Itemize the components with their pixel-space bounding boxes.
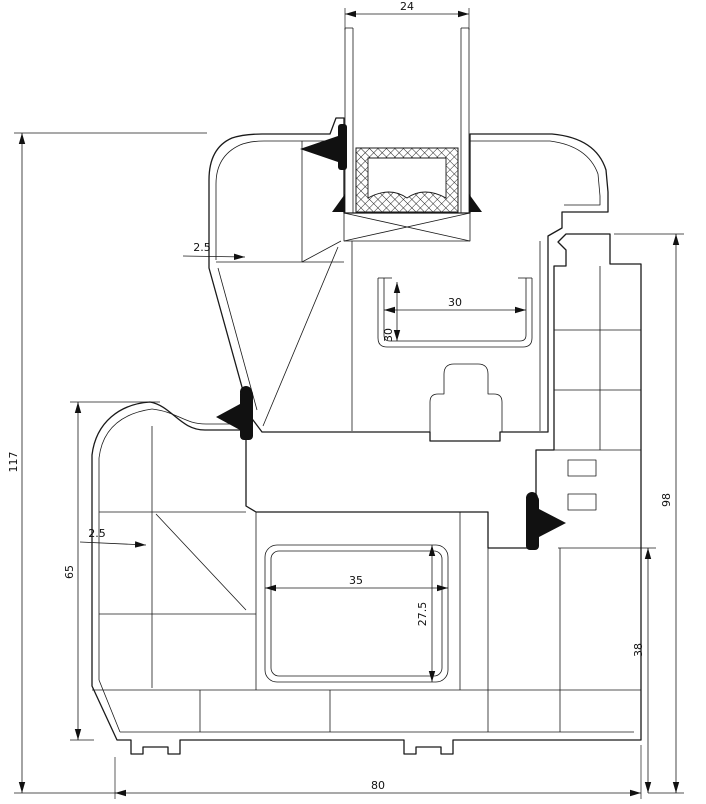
- sash-tongue: [429, 363, 503, 432]
- dim-label-sash-steel-width: 30: [448, 296, 462, 309]
- setting-block-x: [343, 212, 471, 242]
- dim-frame-height: 65: [63, 401, 160, 741]
- frame-outline: [91, 233, 642, 755]
- dim-label-sash-steel-height: 30: [382, 328, 395, 342]
- glazing-wedge-left: [332, 194, 345, 212]
- dim-label-sash-wall: 2.5: [193, 241, 211, 254]
- frame-profile: [91, 233, 642, 755]
- dim-rebate-height: 38: [558, 547, 656, 793]
- dim-overall-height: 117: [7, 132, 207, 794]
- dim-overall-width: 80: [114, 745, 642, 799]
- dim-label-overall-height: 117: [7, 452, 20, 473]
- dim-label-frame-height: 65: [63, 565, 76, 579]
- sash-steel-reinforcement: [377, 277, 533, 348]
- callout-sash-wall: 2.5: [182, 241, 246, 261]
- dim-label-rebate-height: 38: [632, 643, 645, 657]
- dim-label-frame-steel-height: 27.5: [416, 602, 429, 627]
- dim-label-frame-steel-width: 35: [349, 574, 363, 587]
- center-gasket: [216, 386, 253, 440]
- glazing-unit: [344, 27, 470, 213]
- sash-profile: [208, 117, 609, 442]
- dim-frame-steel-height: 27.5: [416, 545, 436, 682]
- glazing-gasket: [300, 124, 347, 170]
- callout-frame-wall: 2.5: [79, 527, 147, 548]
- glazing-wedge-right: [469, 194, 482, 212]
- dim-sash-steel-height: 30: [382, 282, 401, 342]
- dim-frame-sash-height: 98: [614, 233, 684, 794]
- dim-label-frame-sash-height: 98: [660, 493, 673, 507]
- dim-label-overall-width: 80: [371, 779, 385, 792]
- glazing-block-hatched: [355, 147, 459, 213]
- dim-label-frame-wall: 2.5: [88, 527, 106, 540]
- sash-outline: [208, 117, 609, 442]
- dim-label-glass-width: 24: [400, 0, 414, 13]
- frame-steel-reinforcement: [264, 544, 449, 683]
- dim-frame-steel-width: 35: [265, 574, 448, 592]
- dim-sash-steel-width: 30: [384, 296, 526, 314]
- rebate-gasket: [526, 492, 566, 550]
- dim-glass-width: 24: [344, 0, 470, 30]
